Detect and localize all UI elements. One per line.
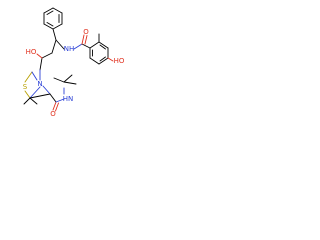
amide-oxygen-label-lower: O: [50, 110, 56, 118]
amide-nh-label-lower: HN: [63, 95, 74, 103]
hydroxy-methyl-phenyl-ring: [89, 33, 109, 65]
chemical-structure-diagram: HO HO NH O HN O N S: [23, 7, 125, 118]
amide-oxygen-label-right: O: [83, 28, 89, 36]
amide-group-lower: [49, 93, 65, 112]
amide-nh-label-right: NH: [64, 45, 75, 53]
hydroxyl-label-right: HO: [114, 57, 125, 65]
backbone-chain: [39, 28, 65, 71]
ring-nitrogen-label: N: [37, 80, 42, 88]
hydroxyl-group-upper: [36, 53, 43, 59]
thiazolidine-ring: [23, 69, 51, 105]
amide-group-right: [73, 34, 91, 50]
ring-sulfur-label: S: [23, 83, 28, 91]
phenol-hydroxyl-right: [107, 57, 114, 62]
tert-butyl-group: [53, 74, 77, 95]
benzyl-phenyl-ring: [43, 7, 63, 30]
hydroxyl-label-upper: HO: [26, 48, 37, 56]
